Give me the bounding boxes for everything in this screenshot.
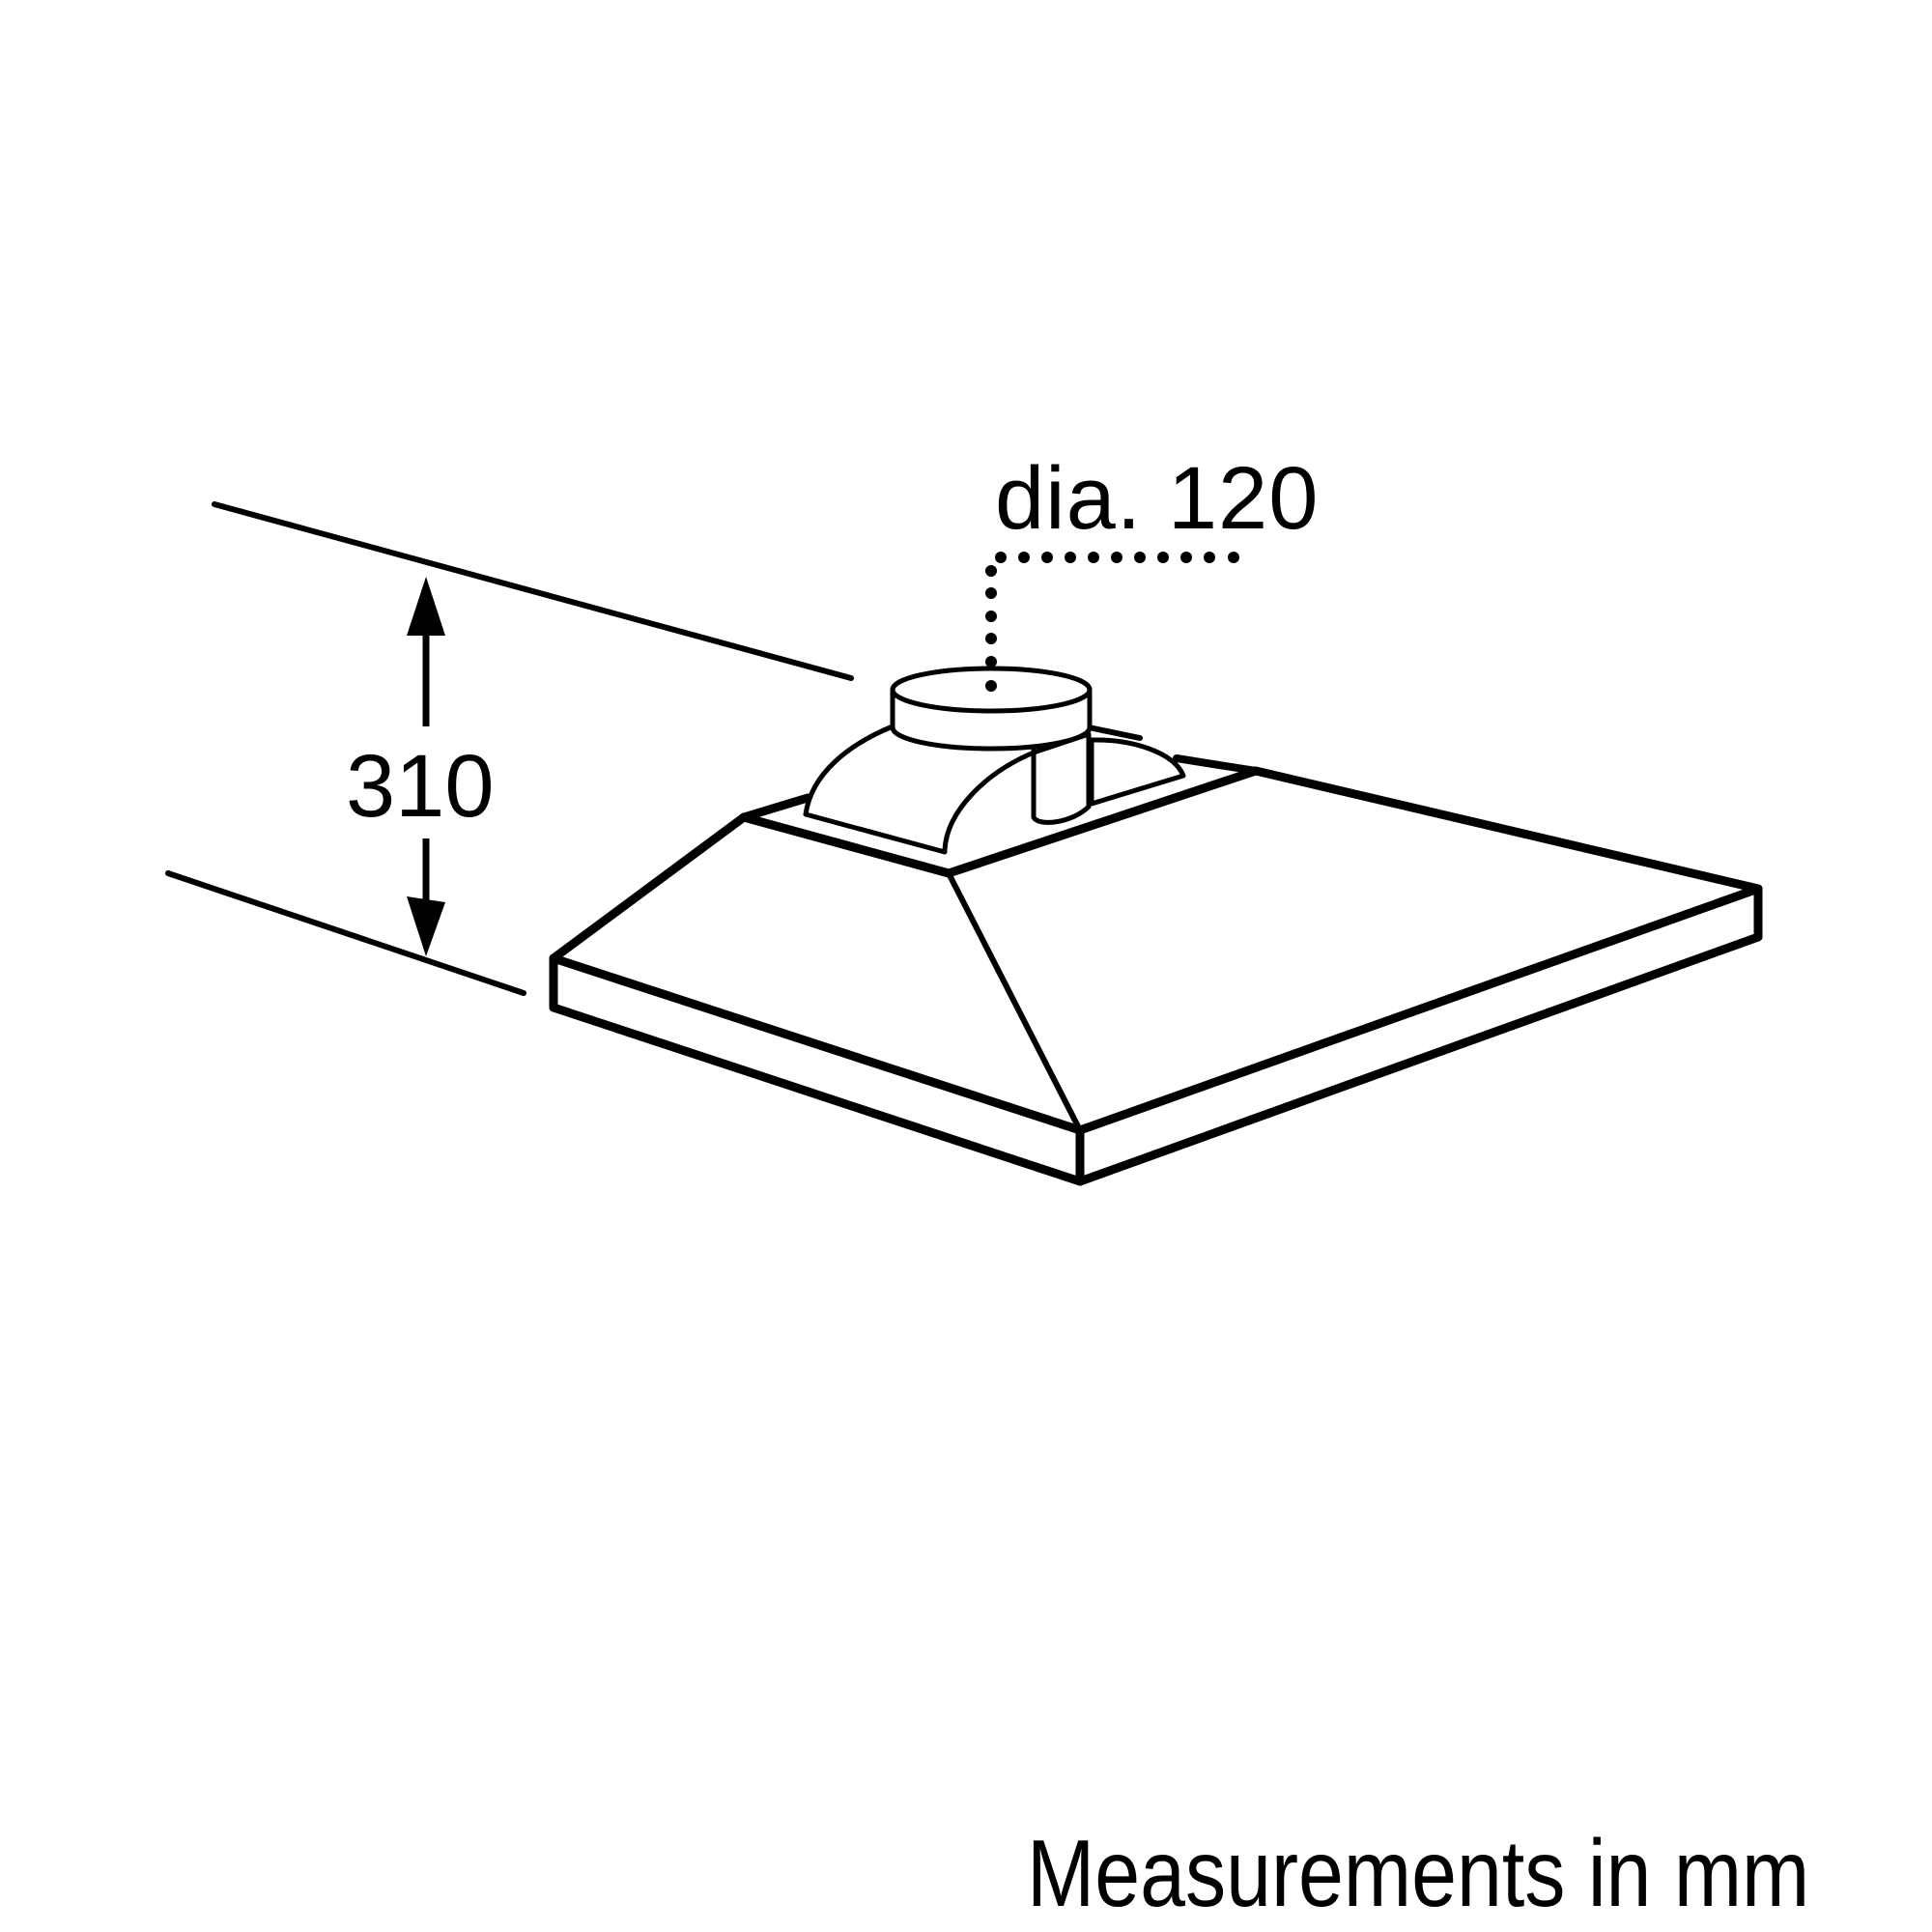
diameter-leader-dots [985, 552, 1239, 692]
duct-diameter-label: dia. 120 [995, 449, 1320, 548]
right-dome [1089, 737, 1186, 807]
arrowhead-down-icon [407, 896, 445, 956]
canopy-front-edge [549, 884, 1763, 1135]
hood-body [549, 766, 1763, 1186]
height-dimension-label: 310 [346, 737, 495, 836]
canopy-left-edge [549, 812, 749, 963]
height-dimension-arrow [407, 577, 445, 956]
extension-line-top [212, 501, 854, 681]
right-flange-edge [1173, 754, 1260, 775]
rim-bottom-edge [549, 932, 1763, 1186]
canopy-back-right-edge [1251, 766, 1763, 894]
right-dome-top-edge [1086, 724, 1143, 741]
arrowhead-up-icon [407, 577, 445, 636]
extension-lines [165, 501, 854, 996]
units-note: Measurements in mm [1027, 1820, 1810, 1926]
spigot-center-dot [985, 680, 997, 692]
center-column [1031, 731, 1092, 825]
motor-housing [803, 666, 1260, 855]
flange-left-edge [739, 793, 812, 822]
extension-line-bottom [165, 870, 526, 996]
pyramid-front-diagonal [946, 871, 1083, 1132]
